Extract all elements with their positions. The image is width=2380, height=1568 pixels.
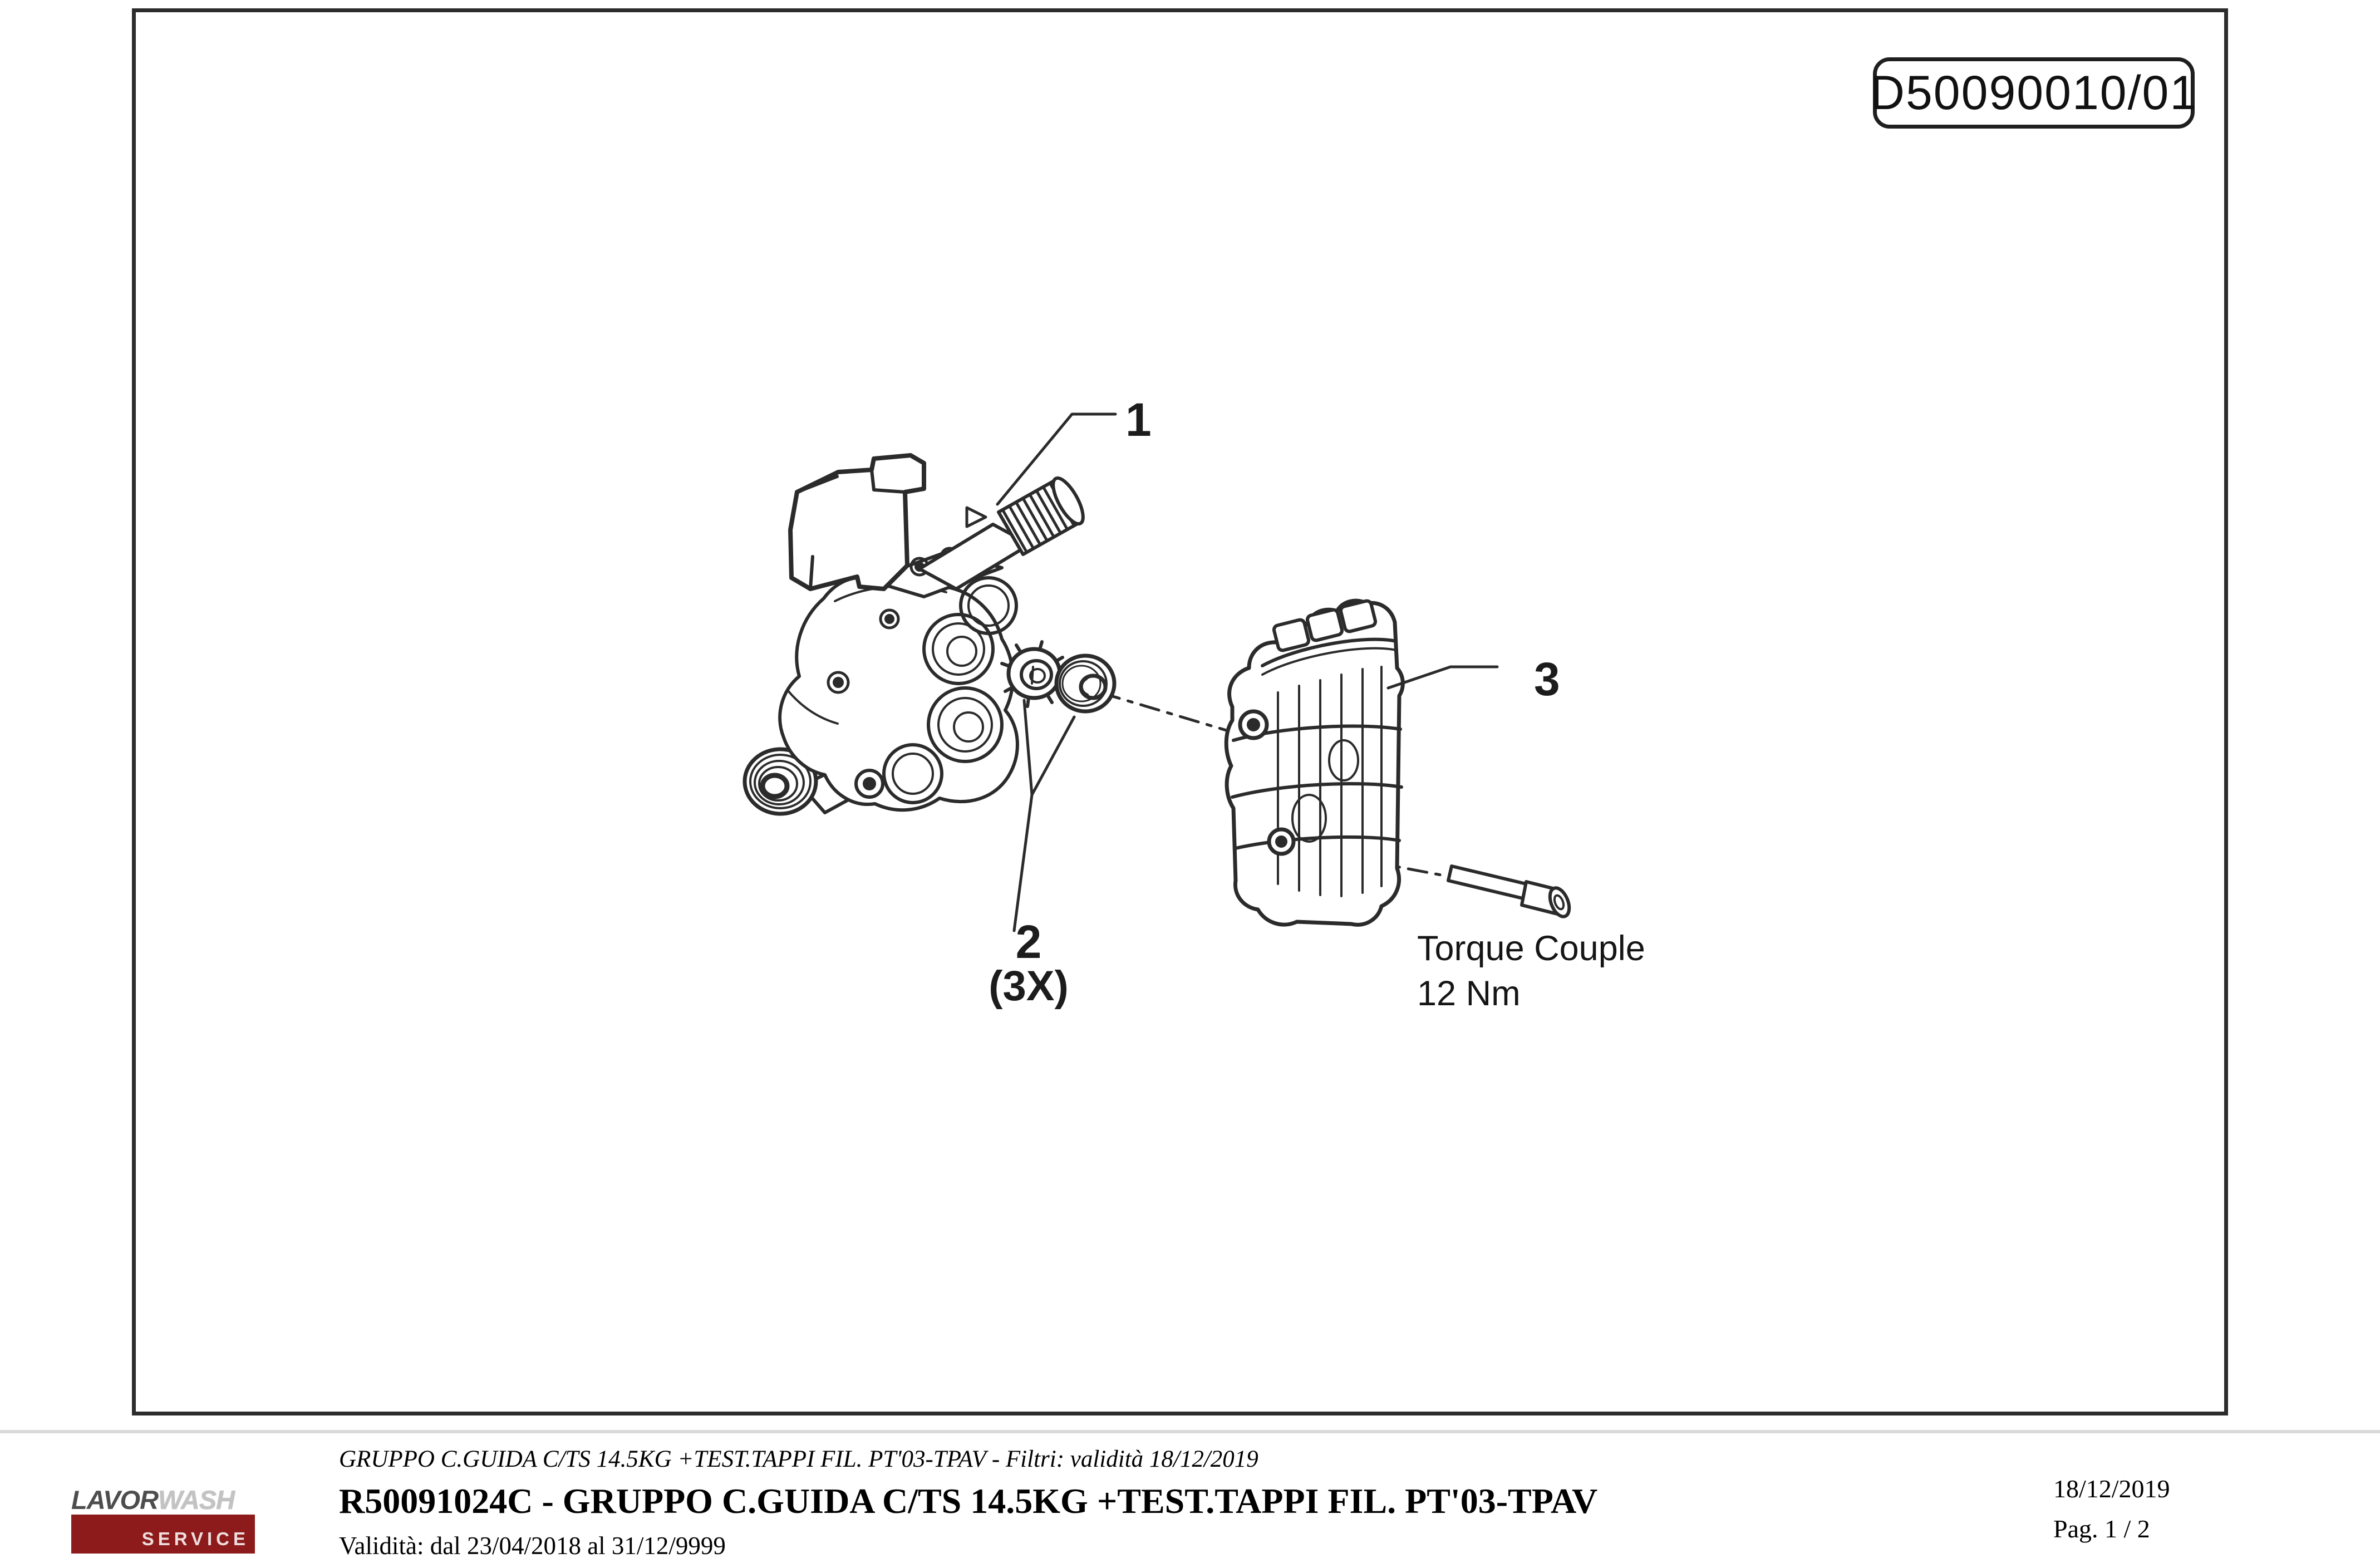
logo-service-bar: SERVICE [71, 1515, 255, 1554]
callout-2-label: 2 [1015, 916, 1042, 968]
logo-wash-text: WASH [158, 1485, 235, 1515]
logo-service-text: SERVICE [141, 1528, 249, 1549]
callout-3-label: 3 [1534, 653, 1560, 705]
footer-filter-line: GRUPPO C.GUIDA C/TS 14.5KG +TEST.TAPPI F… [339, 1446, 1258, 1472]
page-frame [132, 8, 2228, 1415]
torque-note-line2: 12 Nm [1417, 974, 1521, 1013]
footer-text-block: GRUPPO C.GUIDA C/TS 14.5KG +TEST.TAPPI F… [339, 1447, 1597, 1559]
pump-head-figure [742, 453, 1085, 816]
footer-right-block: 18/12/2019 Pag. 1 / 2 [2053, 1476, 2170, 1542]
leader-line-2 [1012, 699, 1076, 932]
leader-line-1 [996, 412, 1117, 506]
footer-page-number: Pag. 1 / 2 [2053, 1515, 2150, 1543]
footer-title-line: R50091024C - GRUPPO C.GUIDA C/TS 14.5KG … [339, 1481, 1598, 1521]
drawing-code: D50090010/01 [1870, 66, 2198, 120]
drawing-code-box: D50090010/01 [1870, 57, 2198, 129]
valve-block-figure [1224, 598, 1405, 927]
leader-line-3 [1386, 665, 1499, 690]
torque-note: Torque Couple 12 Nm [1417, 926, 1645, 1016]
callout-2-qty-label: (3X) [989, 962, 1069, 1010]
footer-validity-line: Validità: dal 23/04/2018 al 31/12/9999 [339, 1532, 726, 1560]
footer-divider [0, 1430, 2380, 1433]
logo-lavor-text: LAVOR [71, 1485, 159, 1515]
torque-note-line1: Torque Couple [1417, 929, 1645, 968]
callout-1-label: 1 [1125, 394, 1152, 446]
screw-figure [1447, 864, 1571, 918]
seal-ring-figure [1054, 653, 1117, 714]
footer-date: 18/12/2019 [2053, 1474, 2170, 1503]
